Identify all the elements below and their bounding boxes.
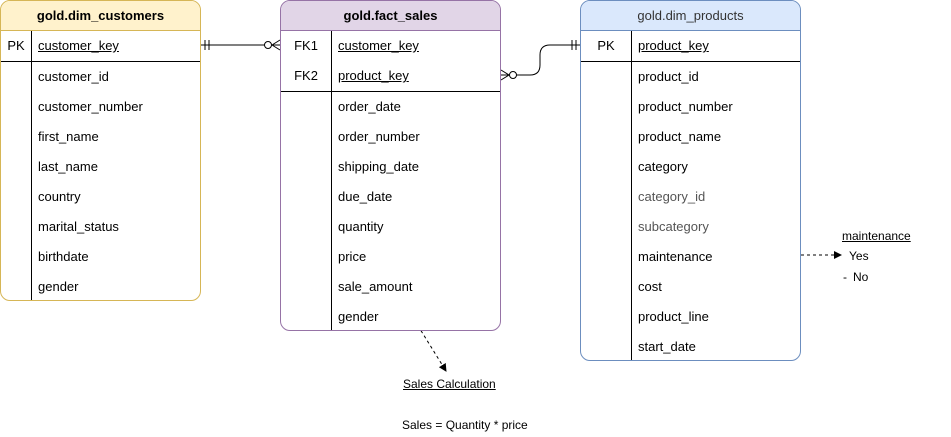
- field-row[interactable]: order_date: [281, 92, 500, 122]
- field-name: last_name: [38, 159, 98, 174]
- field-row[interactable]: product_name: [581, 122, 800, 152]
- field-name: due_date: [338, 189, 393, 204]
- key-row[interactable]: PK customer_key: [1, 31, 200, 62]
- field-name: category_id: [638, 189, 706, 204]
- key-field: customer_key: [38, 38, 119, 53]
- field-row[interactable]: shipping_date: [281, 152, 500, 182]
- maintenance-option-dash: -: [843, 270, 847, 284]
- column-divider: [331, 31, 332, 330]
- key-label: PK: [7, 38, 25, 53]
- field-name: quantity: [338, 219, 384, 234]
- field-name: sale_amount: [338, 279, 413, 294]
- column-divider: [31, 31, 32, 300]
- field-row[interactable]: order_number: [281, 122, 500, 152]
- field-row[interactable]: subcategory: [581, 212, 800, 242]
- key-field: customer_key: [338, 38, 419, 53]
- field-name: country: [38, 189, 81, 204]
- field-row[interactable]: cost: [581, 272, 800, 302]
- field-row[interactable]: customer_id: [1, 62, 200, 92]
- key-label: PK: [597, 38, 615, 53]
- entity-title: gold.fact_sales: [281, 1, 500, 31]
- field-row[interactable]: start_date: [581, 332, 800, 360]
- field-name: price: [338, 249, 367, 264]
- maintenance-option-yes: Yes: [849, 249, 869, 263]
- column-divider: [631, 31, 632, 360]
- relation-customers-sales: [201, 39, 281, 51]
- field-name: marital_status: [38, 219, 119, 234]
- field-row[interactable]: quantity: [281, 212, 500, 242]
- field-row[interactable]: last_name: [1, 152, 200, 182]
- field-name: product_id: [638, 69, 699, 84]
- key-row[interactable]: FK1 customer_key: [281, 31, 500, 61]
- sales-calc-title: Sales Calculation: [403, 377, 496, 391]
- field-name: gender: [38, 279, 79, 294]
- field-name: product_name: [638, 129, 722, 144]
- entity-fact-sales[interactable]: gold.fact_sales FK1 customer_key FK2 pro…: [280, 0, 501, 331]
- field-row[interactable]: gender: [1, 272, 200, 300]
- field-name: order_number: [338, 129, 420, 144]
- field-name: product_number: [638, 99, 733, 114]
- entity-title: gold.dim_customers: [1, 1, 200, 31]
- key-row[interactable]: PK product_key: [581, 31, 800, 62]
- key-field: product_key: [338, 68, 409, 83]
- key-field: product_key: [638, 38, 709, 53]
- field-name: product_line: [638, 309, 709, 324]
- field-row[interactable]: customer_number: [1, 92, 200, 122]
- field-row[interactable]: category_id: [581, 182, 800, 212]
- entity-dim-products[interactable]: gold.dim_products PK product_key product…: [580, 0, 801, 361]
- field-row[interactable]: due_date: [281, 182, 500, 212]
- field-row[interactable]: maintenance: [581, 242, 800, 272]
- key-label: FK2: [294, 68, 318, 83]
- field-row[interactable]: birthdate: [1, 242, 200, 272]
- field-name: first_name: [38, 129, 99, 144]
- field-row[interactable]: product_id: [581, 62, 800, 92]
- field-name: birthdate: [38, 249, 89, 264]
- field-name: shipping_date: [338, 159, 419, 174]
- key-row[interactable]: FK2 product_key: [281, 61, 500, 92]
- field-name: start_date: [638, 339, 696, 354]
- field-name: cost: [638, 279, 662, 294]
- field-name: maintenance: [638, 249, 713, 264]
- field-name: customer_id: [38, 69, 109, 84]
- field-name: gender: [338, 309, 379, 324]
- field-name: customer_number: [38, 99, 143, 114]
- field-row[interactable]: category: [581, 152, 800, 182]
- field-row[interactable]: price: [281, 242, 500, 272]
- maintenance-option-no: No: [853, 270, 869, 284]
- entity-dim-customers[interactable]: gold.dim_customers PK customer_key custo…: [0, 0, 201, 301]
- field-row[interactable]: product_line: [581, 302, 800, 332]
- sales-calc-formula: Sales = Quantity * price: [402, 418, 528, 432]
- field-name: order_date: [338, 99, 401, 114]
- entity-title: gold.dim_products: [581, 1, 800, 31]
- field-row[interactable]: country: [1, 182, 200, 212]
- field-row[interactable]: gender: [281, 302, 500, 330]
- field-row[interactable]: product_number: [581, 92, 800, 122]
- field-row[interactable]: marital_status: [1, 212, 200, 242]
- field-name: subcategory: [638, 219, 709, 234]
- field-row[interactable]: first_name: [1, 122, 200, 152]
- relation-sales-products: [500, 40, 580, 81]
- maintenance-note-title: maintenance: [842, 229, 911, 243]
- field-row[interactable]: sale_amount: [281, 272, 500, 302]
- key-label: FK1: [294, 38, 318, 53]
- field-name: category: [638, 159, 688, 174]
